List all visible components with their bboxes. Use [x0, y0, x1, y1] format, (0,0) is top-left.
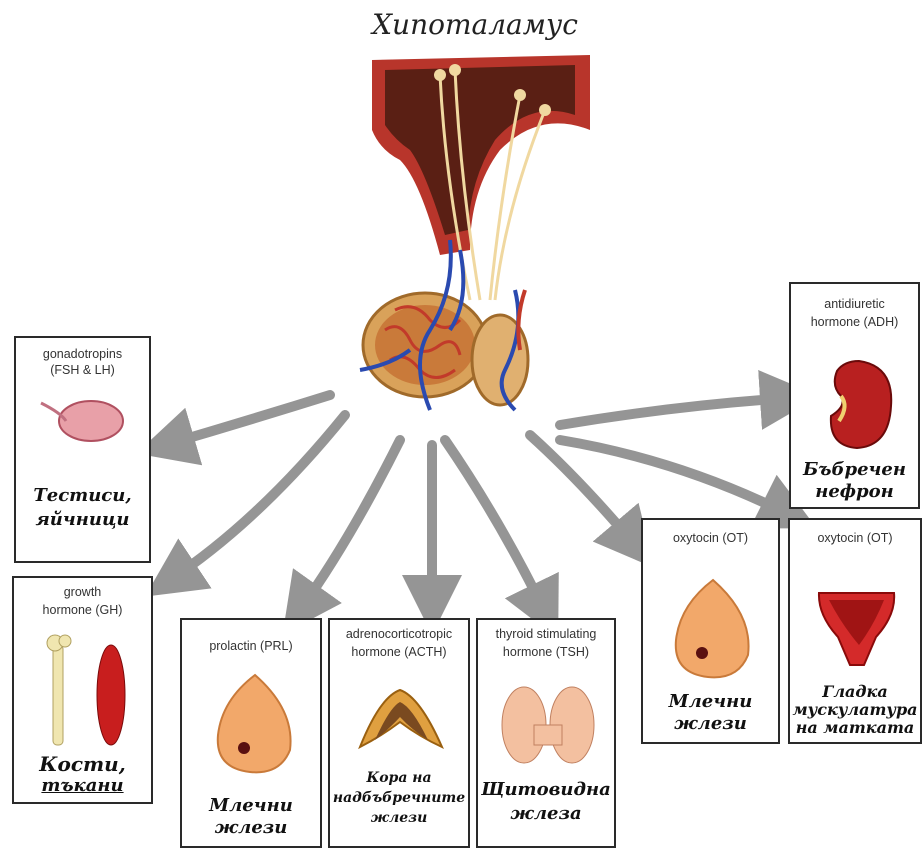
hormone-label: adrenocorticotropic: [330, 626, 468, 642]
bone-muscle-icon: [39, 633, 139, 753]
target-label: надбъбречните: [330, 788, 468, 808]
thyroid-icon: [496, 680, 600, 770]
target-label: жлези: [330, 808, 468, 828]
target-label: Млечни: [643, 692, 778, 712]
hormone-label: antidiuretic: [791, 296, 918, 312]
box-growth-hormone: growth hormone (GH) Кости, тъкани: [12, 576, 153, 804]
target-label: жлеза: [478, 804, 614, 824]
hormone-label: thyroid stimulating: [478, 626, 614, 642]
hormone-label: hormone (ADH): [791, 314, 918, 330]
target-label: Щитовидна: [478, 780, 614, 800]
target-label: Кости,: [14, 754, 151, 774]
uterus-icon: [814, 585, 900, 680]
target-label: мускулатура: [790, 700, 920, 720]
target-label: яйчници: [16, 510, 149, 530]
hormone-label: oxytocin (OT): [643, 530, 778, 546]
box-acth: adrenocorticotropic hormone (ACTH) Кора …: [328, 618, 470, 848]
hormone-label: gonadotropins: [16, 346, 149, 362]
box-tsh: thyroid stimulating hormone (TSH) Щитови…: [476, 618, 616, 848]
target-label: Кора на: [330, 768, 468, 788]
target-label: жлези: [643, 714, 778, 734]
box-oxytocin-breast: oxytocin (OT) Млечни жлези: [641, 518, 780, 744]
breast-icon: [210, 670, 300, 780]
breast-icon: [668, 575, 758, 685]
box-prolactin: prolactin (PRL) Млечни жлези: [180, 618, 322, 848]
target-label: Гладка: [790, 682, 920, 702]
adrenal-gland-icon: [350, 682, 450, 762]
hormone-label: prolactin (PRL): [182, 638, 320, 654]
box-oxytocin-uterus: oxytocin (OT) Гладка мускулатура на матк…: [788, 518, 922, 744]
hormone-label: (FSH & LH): [16, 362, 149, 378]
target-label: Бъбречен: [791, 460, 918, 480]
box-adh: antidiuretic hormone (ADH) Бъбречен нефр…: [789, 282, 920, 509]
hormone-label: oxytocin (OT): [790, 530, 920, 546]
target-label: тъкани: [14, 776, 151, 796]
box-gonadotropins: gonadotropins (FSH & LH) Тестиси, яйчниц…: [14, 336, 151, 563]
target-label: на матката: [790, 718, 920, 738]
hormone-label: hormone (TSH): [478, 644, 614, 660]
target-label: Тестиси,: [16, 486, 149, 506]
hormone-label: growth: [14, 584, 151, 600]
hormone-label: hormone (ACTH): [330, 644, 468, 660]
kidney-icon: [819, 356, 899, 456]
ovary-icon: [36, 393, 126, 448]
target-label: жлези: [182, 818, 320, 838]
target-label: Млечни: [182, 796, 320, 816]
target-label: нефрон: [791, 482, 918, 502]
hormone-label: hormone (GH): [14, 602, 151, 618]
